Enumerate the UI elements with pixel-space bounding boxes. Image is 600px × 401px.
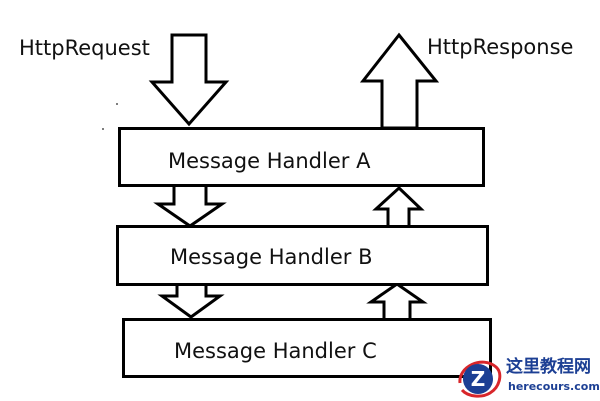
down-arrow-icon <box>157 282 225 319</box>
response-arrow-icon <box>359 32 440 130</box>
stray-dot <box>102 128 104 130</box>
request-arrow-icon <box>148 33 230 127</box>
watermark: Z 这里教程网 herecours.com <box>454 355 600 401</box>
http-response-label: HttpResponse <box>427 35 574 59</box>
message-handler-b-label: Message Handler B <box>170 245 373 269</box>
message-handler-a-box <box>118 127 485 187</box>
http-request-label: HttpRequest <box>19 36 150 60</box>
watermark-logo-icon: Z <box>458 360 502 398</box>
watermark-title: 这里教程网 <box>506 357 591 377</box>
message-handler-a-label: Message Handler A <box>168 149 371 173</box>
down-arrow-icon <box>153 183 227 228</box>
message-handler-c-label: Message Handler C <box>174 339 377 363</box>
up-arrow-icon <box>366 282 428 322</box>
message-handler-c-box <box>122 318 492 378</box>
stray-dot <box>116 103 118 105</box>
watermark-url: herecours.com <box>508 380 600 393</box>
up-arrow-icon <box>372 185 425 229</box>
watermark-logo-letter: Z <box>471 367 486 391</box>
message-handler-b-box <box>116 225 489 286</box>
